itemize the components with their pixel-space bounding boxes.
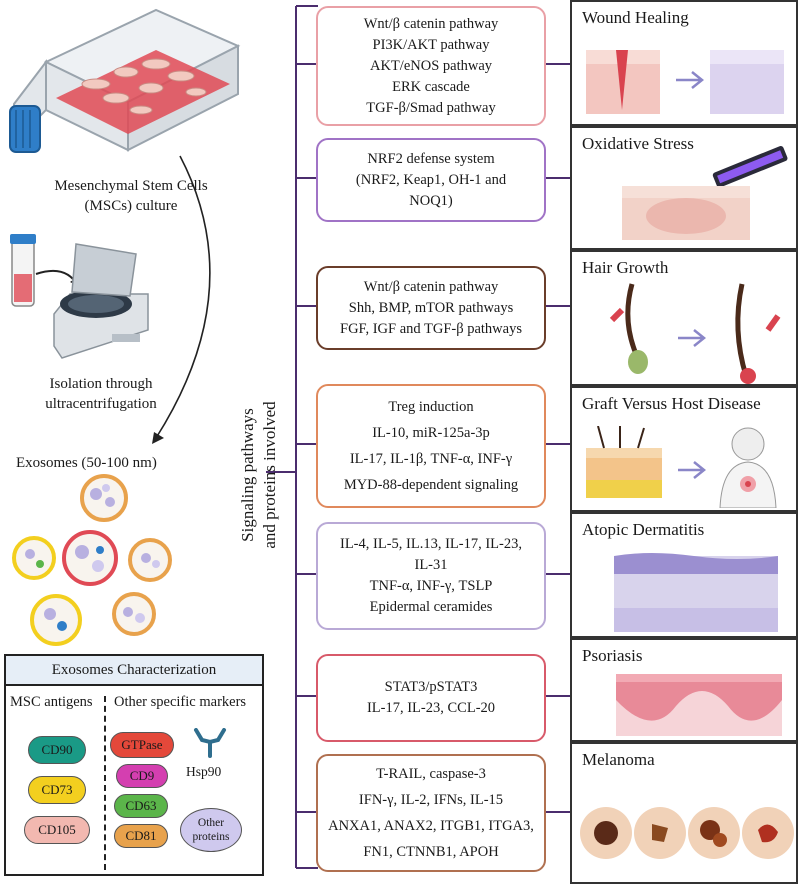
cell-culture-flask-illustration <box>9 8 241 153</box>
disease-title: Hair Growth <box>582 258 669 277</box>
exosome-vesicles-illustration <box>12 474 172 646</box>
pathway-box-oxidative-stress: NRF2 defense system(NRF2, Keap1, OH-1 an… <box>316 138 546 222</box>
cd63-marker: CD63 <box>114 794 168 818</box>
disease-panel-oxidative-stress: Oxidative Stress <box>570 126 798 250</box>
msc-antigens-header: MSC antigens <box>10 694 93 710</box>
characterization-title: Exosomes Characterization <box>6 656 262 686</box>
isolation-label: Isolation through ultracentrifugation <box>45 376 157 412</box>
gvhd-illustration <box>586 426 777 508</box>
hair-follicle-illustration <box>609 283 781 384</box>
disease-panel-atopic-dermatitis: Atopic Dermatitis <box>570 512 798 638</box>
wound-skin-illustration <box>586 50 784 114</box>
hsp90-label: Hsp90 <box>186 764 222 779</box>
exosomes-size-label: Exosomes (50-100 nm) <box>16 455 157 471</box>
exosomes-characterization-panel: Exosomes Characterization MSC antigens O… <box>4 654 264 876</box>
other-proteins-marker: Other proteins <box>180 808 242 852</box>
disease-title: Melanoma <box>582 750 655 769</box>
signaling-pathways-vertical-label: Signaling pathways and proteins involved <box>238 401 279 549</box>
disease-panel-wound-healing: Wound Healing <box>570 0 798 126</box>
disease-title: Graft Versus Host Disease <box>582 394 761 413</box>
disease-title: Wound Healing <box>582 8 689 27</box>
other-markers-header: Other specific markers <box>114 694 247 710</box>
disease-title: Psoriasis <box>582 646 643 665</box>
column-divider <box>104 696 106 870</box>
msc-culture-label: Mesenchymal Stem Cells (MSCs) culture <box>54 178 208 214</box>
cd90-marker: CD90 <box>28 736 86 764</box>
atopic-skin-illustration <box>614 553 778 632</box>
disease-title: Atopic Dermatitis <box>582 520 705 539</box>
disease-panel-hair-growth: Hair Growth <box>570 250 798 386</box>
cd9-marker: CD9 <box>116 764 168 788</box>
centrifuge-illustration <box>10 234 149 359</box>
disease-panel-melanoma: Melanoma <box>570 742 798 884</box>
cd105-marker: CD105 <box>24 816 90 844</box>
cd81-marker: CD81 <box>114 824 168 848</box>
disease-panel-gvhd: Graft Versus Host Disease <box>570 386 798 512</box>
gtpase-marker: GTPase <box>110 732 174 758</box>
uv-lamp-skin-illustration <box>622 146 788 240</box>
disease-panel-psoriasis: Psoriasis <box>570 638 798 742</box>
psoriasis-skin-illustration <box>616 674 782 736</box>
melanoma-lesions-illustration <box>580 807 794 859</box>
cd73-marker: CD73 <box>28 776 86 804</box>
hsp90-antibody-icon <box>194 728 226 758</box>
process-curved-arrow <box>152 155 211 444</box>
disease-title: Oxidative Stress <box>582 134 694 153</box>
